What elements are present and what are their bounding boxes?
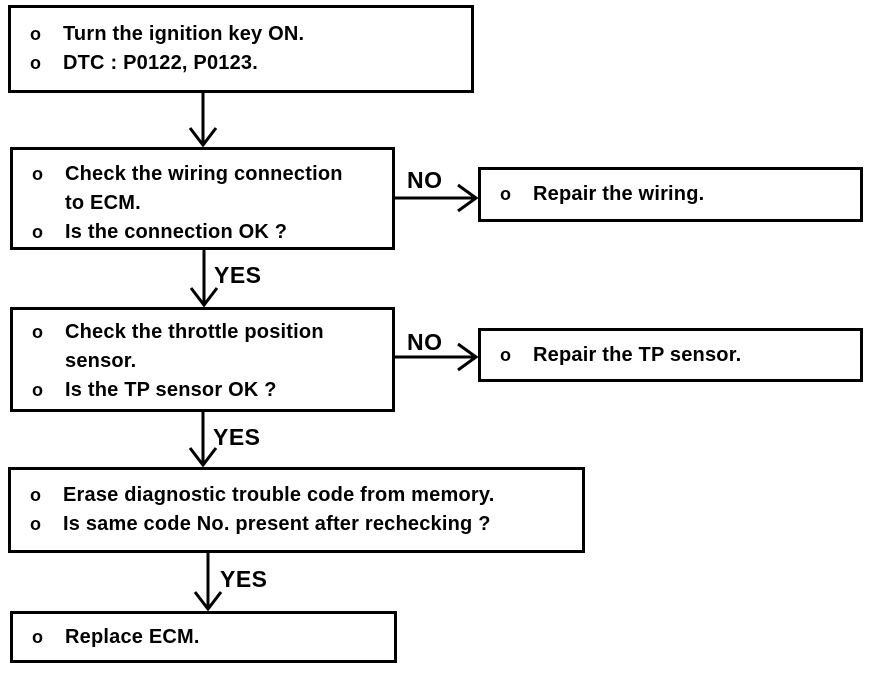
flow-line-text: Replace ECM. <box>65 625 200 648</box>
arrow-erase-yes-down <box>193 553 223 612</box>
bullet-marker: o <box>30 485 42 505</box>
flow-line-text: Check the wiring connection to ECM. <box>65 163 343 214</box>
flow-line-text: DTC : P0122, P0123. <box>63 52 259 74</box>
arrow-start-to-check-wiring <box>188 93 218 148</box>
flow-line: o Check the wiring connection to ECM. <box>32 160 382 218</box>
flow-node-check-wiring: o Check the wiring connection to ECM. o … <box>10 147 395 250</box>
bullet-marker: o <box>32 380 44 400</box>
edge-label-no-tp: NO <box>407 329 443 355</box>
flow-line: o Repair the wiring. <box>500 180 850 209</box>
edge-label-yes-erase: YES <box>220 566 268 592</box>
flow-line-text: Is the connection OK ? <box>65 221 288 243</box>
edge-label-no-wiring: NO <box>407 167 443 193</box>
bullet-marker: o <box>30 53 42 73</box>
flow-node-check-tp-sensor: o Check the throttle position sensor. o … <box>10 307 395 412</box>
flow-line: o Is the TP sensor OK ? <box>32 376 382 405</box>
flow-line: o Is the connection OK ? <box>32 218 382 247</box>
flow-line: o Repair the TP sensor. <box>500 341 850 370</box>
flow-line: o Turn the ignition key ON. <box>30 20 461 49</box>
bullet-marker: o <box>32 222 44 242</box>
flow-line-text: Is same code No. present after recheckin… <box>63 513 491 535</box>
flow-line: o Check the throttle position sensor. <box>32 318 382 376</box>
bullet-marker: o <box>500 344 512 365</box>
flow-line-text: Erase diagnostic trouble code from memor… <box>63 484 495 506</box>
flow-line: o Replace ECM. <box>32 623 384 652</box>
flow-node-start: o Turn the ignition key ON. o DTC : P012… <box>8 5 474 93</box>
bullet-marker: o <box>32 626 44 647</box>
flow-line-text: Repair the TP sensor. <box>533 343 742 366</box>
flow-line-text: Turn the ignition key ON. <box>63 23 305 45</box>
flow-line: o DTC : P0122, P0123. <box>30 49 461 78</box>
flow-line: o Is same code No. present after recheck… <box>30 510 572 539</box>
bullet-marker: o <box>32 322 44 342</box>
bullet-marker: o <box>30 514 42 534</box>
bullet-marker: o <box>30 24 42 44</box>
flow-line: o Erase diagnostic trouble code from mem… <box>30 481 572 510</box>
flow-node-replace-ecm: o Replace ECM. <box>10 611 397 663</box>
flow-node-repair-wiring: o Repair the wiring. <box>478 167 863 222</box>
flow-line-text: Check the throttle position sensor. <box>65 321 324 372</box>
edge-label-yes-wiring: YES <box>214 262 262 288</box>
bullet-marker: o <box>32 164 44 184</box>
flow-line-text: Is the TP sensor OK ? <box>65 379 277 401</box>
flow-line-text: Repair the wiring. <box>533 183 705 205</box>
flow-node-erase-dtc: o Erase diagnostic trouble code from mem… <box>8 467 585 553</box>
bullet-marker: o <box>500 184 512 204</box>
edge-label-yes-tp: YES <box>213 424 261 450</box>
flow-node-repair-tp-sensor: o Repair the TP sensor. <box>478 328 863 382</box>
